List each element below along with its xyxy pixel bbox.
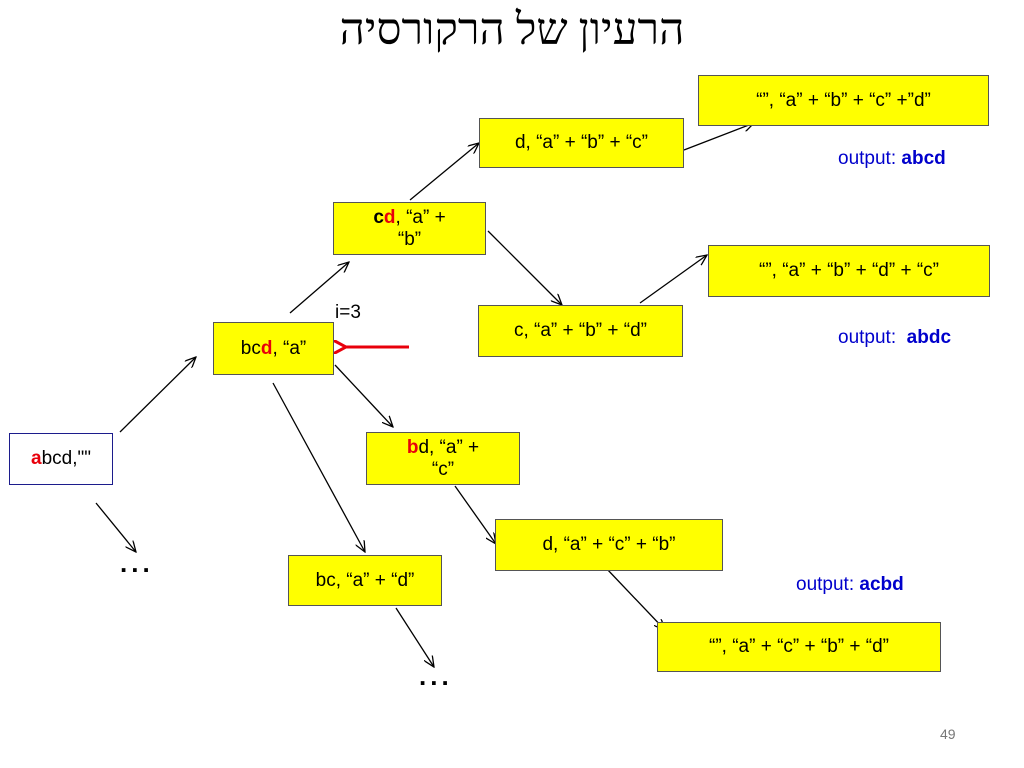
node-bd: bd, “a” +“c” (366, 432, 520, 485)
node-d-abc: d, “a” + “b” + “c” (479, 118, 684, 168)
output-acbd: output: acbd (796, 574, 904, 595)
node-leaf-acbd: “”, “a” + “c” + “b” + “d” (657, 622, 941, 672)
edge-bcd-cd (289, 262, 349, 314)
page-number: 49 (940, 726, 956, 742)
edge-bcd-bd (334, 364, 393, 427)
edge-cd-dabc (409, 143, 479, 201)
edge-cd-cabd (487, 230, 562, 305)
node-leaf-abdc: “”, “a” + “b” + “d” + “c” (708, 245, 990, 297)
node-d-acb: d, “a” + “c” + “b” (495, 519, 723, 571)
node-c-abd: c, “a” + “b” + “d” (478, 305, 683, 357)
output-abcd: output: abcd (838, 148, 946, 169)
node-cd: cd, “a” +“b” (333, 202, 486, 255)
edge-bcd-bcad (272, 382, 365, 552)
node-bcd: bcd, “a” (213, 322, 334, 375)
ellipsis-left: ... (120, 548, 154, 578)
index-label: i=3 (335, 302, 361, 323)
edge-root-bcd (119, 357, 196, 433)
edge-cabd-leaf (639, 255, 707, 304)
edge-bcad-ellipsis (395, 607, 434, 667)
slide-title: הרעיון של הרקורסיה (339, 5, 685, 54)
ellipsis-bottom: ... (419, 661, 453, 691)
edge-root-ellipsis (95, 502, 136, 552)
output-abdc: output: abdc (838, 327, 952, 348)
node-bc-ad: bc, “a” + “d” (288, 555, 442, 606)
edge-dabc-leaf (683, 123, 754, 151)
edge-dacb-leaf (605, 567, 665, 630)
node-root: abcd,"" (9, 433, 113, 485)
node-leaf-abcd: “”, “a” + “b” + “c” +”d” (698, 75, 989, 126)
edge-bd-dacb (454, 485, 496, 544)
